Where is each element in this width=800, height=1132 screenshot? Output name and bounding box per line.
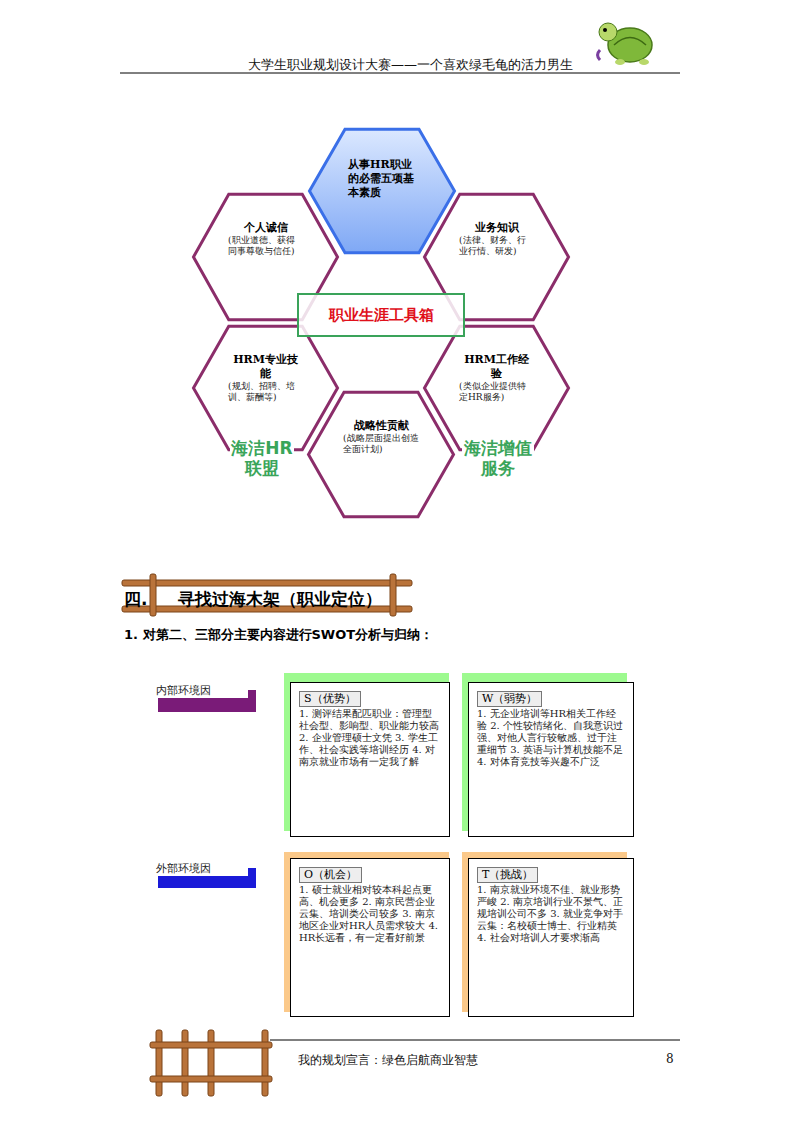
swot-heading: S（优势）	[299, 691, 361, 707]
hexagon-title: HRM专业技能	[228, 353, 303, 381]
turtle-icon	[598, 23, 653, 65]
swot-box: O（机会）1. 硕士就业相对较本科起点更高、机会更多 2. 南京民营企业云集、培…	[290, 858, 450, 1017]
wooden-fence	[122, 574, 412, 616]
hexagon-outline	[308, 128, 456, 254]
hexagon-title: 从事HR职业的必需五项基本素质	[348, 158, 416, 200]
hexagon-detail: (类似企业提供特定HR服务)	[459, 381, 534, 403]
toolbox-label: 职业生涯工具箱	[297, 293, 465, 337]
hexagon-title: 个人诚信	[228, 221, 303, 235]
text-label: 大学生职业规划设计大赛——一个喜欢绿毛龟的活力男生	[248, 56, 573, 74]
text-label: 海洁增值服务	[462, 438, 534, 478]
swot-box: S（优势）1. 测评结果配匹职业：管理型社会型、影响型、职业能力较高 2. 企业…	[290, 682, 450, 837]
hexagon-detail: (战略层面提出创造全面计划)	[343, 433, 419, 455]
external-bar	[248, 868, 256, 888]
hexagon-node: 战略性贡献(战略层面提出创造全面计划)	[307, 391, 455, 518]
hexagon-detail: (规划、招聘、培训、薪酬等)	[228, 381, 303, 403]
swot-heading: W（弱势）	[477, 691, 542, 707]
text-label: 外部环境因	[156, 861, 211, 876]
internal-bar	[248, 690, 256, 712]
hexagon-node: 从事HR职业的必需五项基本素质	[308, 128, 456, 254]
swot-heading: O（机会）	[299, 867, 362, 883]
hexagon-outline	[307, 391, 455, 518]
hexagon-title: HRM工作经验	[459, 353, 534, 381]
text-label: 我的规划宣言：绿色启航商业智慧	[298, 1052, 478, 1069]
internal-bar	[158, 698, 248, 712]
swot-body: 1. 测评结果配匹职业：管理型社会型、影响型、职业能力较高 2. 企业管理硕士文…	[299, 708, 441, 768]
swot-heading: T（挑战）	[477, 867, 538, 883]
toolbox-title: 职业生涯工具箱	[329, 306, 434, 325]
wooden-ladder	[150, 1030, 272, 1096]
text-label: 1. 对第二、三部分主要内容进行SWOT分析与归纳：	[124, 626, 433, 644]
swot-body: 1. 南京就业环境不佳、就业形势严峻 2. 南京培训行业不景气、正规培训公司不多…	[477, 884, 625, 944]
hexagon-node: HRM专业技能(规划、招聘、培训、薪酬等)	[192, 325, 339, 451]
hexagon-detail: (职业道德、获得同事尊敬与信任)	[228, 235, 303, 257]
text-label: 8	[666, 1052, 674, 1066]
hexagon-node: HRM工作经验(类似企业提供特定HR服务)	[423, 325, 570, 451]
text-label: 四.	[124, 588, 147, 611]
swot-body: 1. 无企业培训等HR相关工作经验 2. 个性较情绪化、自我意识过强、对他人言行…	[477, 708, 625, 768]
swot-box: T（挑战）1. 南京就业环境不佳、就业形势严峻 2. 南京培训行业不景气、正规培…	[468, 858, 634, 1017]
external-bar	[158, 876, 248, 888]
hexagon-detail: (法律、财务、行业行情、研发)	[459, 235, 534, 257]
text-label: 海洁HR联盟	[230, 438, 294, 478]
footer-rule	[270, 1040, 680, 1041]
hexagon-title: 战略性贡献	[343, 419, 419, 433]
swot-body: 1. 硕士就业相对较本科起点更高、机会更多 2. 南京民营企业云集、培训类公司较…	[299, 884, 441, 944]
hexagon-title: 业务知识	[459, 221, 534, 235]
text-label: 寻找过海木架（职业定位）	[178, 588, 382, 611]
swot-box: W（弱势）1. 无企业培训等HR相关工作经验 2. 个性较情绪化、自我意识过强、…	[468, 682, 634, 837]
text-label: 内部环境因	[156, 683, 211, 698]
header-rule	[120, 73, 680, 74]
